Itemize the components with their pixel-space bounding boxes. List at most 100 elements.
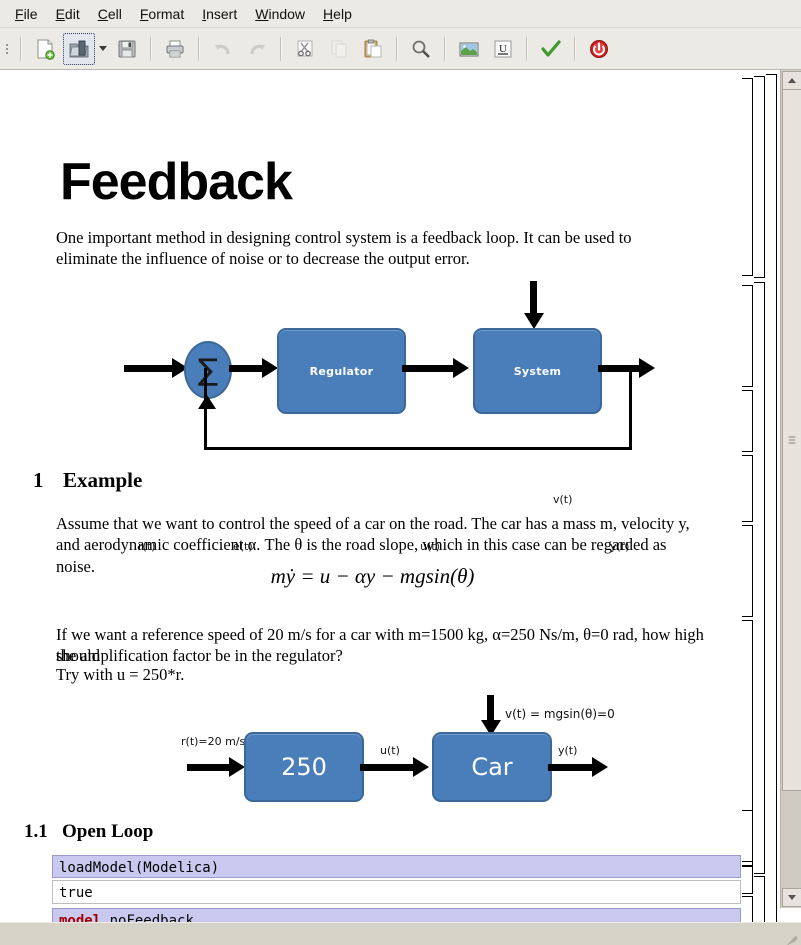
feedback-block-diagram: r(t) ∑ e(t) Regulator	[0, 275, 745, 553]
print-icon[interactable]	[159, 33, 191, 65]
section-number: 1	[33, 468, 44, 492]
output-cell-true[interactable]: true	[52, 880, 741, 904]
signal-label-e: e(t)	[233, 540, 253, 553]
signal-label-y: y(t)	[610, 540, 630, 553]
arrowhead-input-r2	[229, 757, 245, 777]
block-gain-label: 250	[281, 753, 327, 781]
cell-bracket-group-title[interactable]	[754, 76, 765, 278]
toolbar-separator	[396, 36, 398, 61]
block-gain-250: 250	[244, 732, 364, 802]
menu-help-acc: H	[323, 5, 334, 22]
subsection-number: 1.1	[24, 821, 48, 842]
paste-icon[interactable]	[357, 33, 389, 65]
new-document-icon[interactable]	[29, 33, 61, 65]
arrow-u	[402, 365, 457, 372]
scrollbar-thumb-grip	[788, 436, 796, 444]
intro-paragraph: One important method in designing contro…	[56, 228, 632, 269]
arrow-u2	[360, 764, 417, 771]
arrowhead-u2	[413, 757, 429, 777]
block-regulator-label: Regulator	[309, 364, 374, 378]
menu-file-rest: ile	[23, 5, 38, 22]
toolbar-separator	[574, 36, 576, 61]
cell-bracket-cell-output1[interactable]	[742, 896, 753, 923]
output-cell-true-text: true	[59, 885, 93, 901]
code-line-1: model noFeedback	[59, 912, 734, 923]
scroll-up-arrow[interactable]	[782, 71, 801, 90]
toolbar-separator	[198, 36, 200, 61]
undo-icon[interactable]	[207, 33, 239, 65]
signal-label-y2: y(t)	[558, 744, 578, 757]
section-heading-example: 1 Example	[33, 468, 142, 493]
arrow-e	[229, 365, 267, 372]
signal-label-r: r(t)	[138, 540, 156, 553]
insert-image-icon[interactable]	[453, 33, 485, 65]
toolbar-drag-handle[interactable]	[2, 36, 11, 62]
underline-icon[interactable]: U	[487, 33, 519, 65]
menu-edit[interactable]: Edit	[47, 3, 89, 25]
code-text-1: noFeedback	[101, 913, 194, 923]
subsection-title: Open Loop	[62, 821, 154, 842]
copy-icon[interactable]	[323, 33, 355, 65]
arrow-input-r	[124, 365, 176, 372]
menu-format[interactable]: Format	[131, 3, 193, 25]
arrowhead-feedback	[198, 395, 216, 409]
page-title: Feedback	[60, 153, 293, 211]
cell-bracket-eq[interactable]	[742, 455, 753, 522]
code-keyword-model: model	[59, 913, 102, 923]
signal-label-u2: u(t)	[380, 744, 400, 757]
cell-bracket-title[interactable]	[742, 78, 753, 276]
resize-grip[interactable]	[785, 929, 799, 945]
code-cell-loadmodel[interactable]: loadModel(Modelica)	[52, 855, 741, 878]
evaluate-check-icon[interactable]	[535, 33, 567, 65]
arrow-v2	[487, 695, 494, 723]
arrowhead-u	[453, 358, 469, 378]
section-title: Example	[63, 468, 143, 492]
arrowhead-y	[639, 358, 655, 378]
menu-file-acc: F	[15, 5, 24, 22]
scrollbar-thumb[interactable]	[782, 89, 801, 791]
menu-insert[interactable]: Insert	[193, 3, 246, 25]
toolbar-separator	[150, 36, 152, 61]
signal-label-u: u(t)	[420, 540, 440, 553]
block-system-label: System	[513, 364, 562, 378]
feedback-path	[204, 368, 632, 450]
toolbar-separator	[20, 36, 22, 61]
save-icon[interactable]	[111, 33, 143, 65]
code-cell-nofeedback[interactable]: model noFeedback import SI = Modelica.SI…	[52, 908, 741, 923]
block-car: Car	[432, 732, 552, 802]
cell-bracket-group-section11[interactable]	[754, 876, 765, 923]
toolbar-separator	[526, 36, 528, 61]
arrowhead-y2	[592, 757, 608, 777]
menu-cell-acc: C	[97, 5, 108, 22]
arrow-v	[530, 281, 537, 317]
menu-format-acc: F	[139, 5, 149, 22]
cell-bracket-text1[interactable]	[742, 390, 753, 452]
question-line-1: If we want a reference speed of 20 m/s f…	[56, 625, 704, 666]
arrow-y	[598, 365, 642, 372]
summation-node: ∑	[184, 341, 232, 399]
scroll-down-arrow[interactable]	[782, 888, 801, 907]
menu-cell-rest: ell	[107, 5, 122, 22]
open-folder-icon[interactable]	[63, 32, 95, 65]
chevron-down-icon[interactable]	[96, 34, 110, 64]
cell-bracket-heading11[interactable]	[742, 810, 753, 862]
menu-window-rest: indow	[268, 5, 306, 22]
menu-file[interactable]: File	[6, 3, 47, 25]
cell-bracket-heading1[interactable]	[742, 285, 753, 387]
shutdown-icon[interactable]	[583, 33, 615, 65]
question-line-3: Try with u = 250*r.	[56, 665, 185, 684]
cell-bracket-notebook[interactable]	[766, 74, 777, 923]
cell-bracket-diagram2[interactable]	[742, 620, 753, 867]
vertical-scrollbar[interactable]	[780, 70, 801, 908]
cut-icon[interactable]	[289, 33, 321, 65]
cell-bracket-cell-input1[interactable]	[742, 865, 753, 894]
menu-cell[interactable]: Cell	[89, 3, 131, 25]
menu-window[interactable]: Window	[246, 3, 314, 25]
search-icon[interactable]	[405, 33, 437, 65]
block-car-label: Car	[471, 753, 513, 781]
redo-icon[interactable]	[241, 33, 273, 65]
cell-bracket-text2[interactable]	[742, 525, 753, 617]
cell-bracket-group-section1[interactable]	[754, 282, 765, 874]
menu-help[interactable]: Help	[314, 3, 361, 25]
open-loop-block-diagram: r(t)=20 m/s 250 u(t) v(t) = mgsin(θ)=0 C…	[0, 690, 745, 815]
